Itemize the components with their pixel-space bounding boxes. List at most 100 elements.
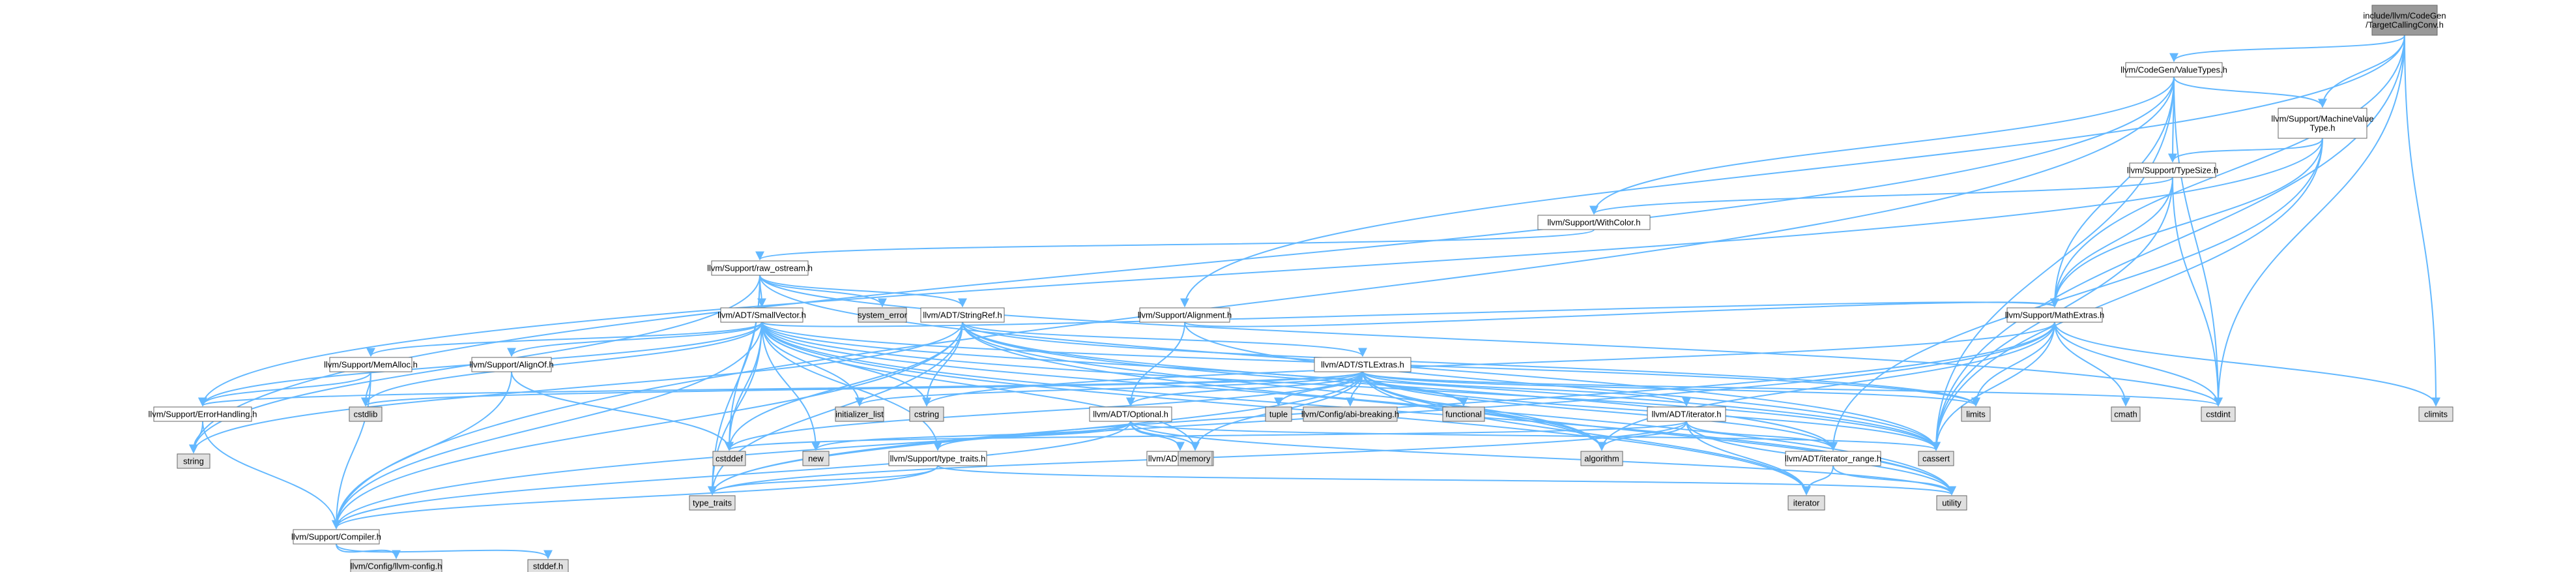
edge-mathextras-to-compiler xyxy=(332,322,2055,530)
edge-type_traits_h-to-compiler xyxy=(332,465,938,530)
edge-stlextras-to-utility xyxy=(1362,371,1956,496)
node-limits-box xyxy=(1961,406,1991,422)
node-errorhandling[interactable]: llvm/Support/ErrorHandling.h xyxy=(149,406,257,422)
node-cstdlib-box xyxy=(349,406,383,422)
node-string: string xyxy=(177,453,210,469)
node-smallvector-label: llvm/ADT/SmallVector.h xyxy=(717,310,806,320)
node-memory: memory xyxy=(1178,451,1213,466)
node-stlextras-box xyxy=(1314,357,1411,372)
node-memalloc[interactable]: llvm/Support/MemAlloc.h xyxy=(324,357,418,372)
node-errorhandling-box xyxy=(153,406,252,422)
node-withcolor[interactable]: llvm/Support/WithColor.h xyxy=(1537,215,1651,230)
node-cstdlib-label: cstdlib xyxy=(354,410,378,419)
edge-withcolor-to-raw_ostream xyxy=(755,229,1595,261)
node-stddef: stddef.h xyxy=(527,559,569,572)
edge-valuetypes-to-cassert xyxy=(1932,76,2175,451)
node-smallvector[interactable]: llvm/ADT/SmallVector.h xyxy=(717,307,806,323)
edge-valuetypes-to-machinevalue xyxy=(2173,76,2327,108)
edge-alignof-to-compiler xyxy=(332,371,512,530)
edge-stringref-to-cassert xyxy=(962,322,1941,451)
node-iterator-box xyxy=(1787,495,1825,511)
node-abibreaking: llvm/Config/abi-breaking.h xyxy=(1301,406,1399,422)
node-mathextras[interactable]: llvm/Support/MathExtras.h xyxy=(2005,307,2104,323)
node-stlextras[interactable]: llvm/ADT/STLExtras.h xyxy=(1314,357,1411,372)
node-withcolor-label: llvm/Support/WithColor.h xyxy=(1547,218,1640,228)
node-optional[interactable]: llvm/ADT/Optional.h xyxy=(1089,406,1172,422)
node-alignof-box xyxy=(471,357,552,372)
node-typesize-label: llvm/Support/TypeSize.h xyxy=(2127,166,2218,175)
node-stringref[interactable]: llvm/ADT/StringRef.h xyxy=(920,307,1005,323)
edge-root-to-cstdint xyxy=(2214,35,2405,407)
node-valuetypes-box xyxy=(2125,62,2223,78)
edge-mathextras-to-limits xyxy=(1971,322,2055,407)
node-llvmconfig-label: llvm/Config/llvm-config.h xyxy=(351,562,442,571)
node-cstring: cstring xyxy=(909,406,944,422)
node-functional: functional xyxy=(1442,406,1485,422)
node-root-label: /TargetCallingConv.h xyxy=(2366,20,2444,30)
edge-valuetypes-to-mathextras xyxy=(2050,76,2175,308)
node-alignment-box xyxy=(1139,307,1230,323)
node-machinevalue-label: Type.h xyxy=(2309,123,2335,133)
edge-typesize-to-mathextras xyxy=(2050,177,2173,308)
node-cstring-box xyxy=(909,406,944,422)
node-cstdint: cstdint xyxy=(2201,406,2236,422)
node-system_error-box xyxy=(858,307,907,323)
node-functional-box xyxy=(1442,406,1485,422)
edge-root-to-cassert xyxy=(1932,35,2405,451)
node-raw_ostream[interactable]: llvm/Support/raw_ostream.h xyxy=(707,260,813,276)
node-type_traits_h[interactable]: llvm/Support/type_traits.h xyxy=(888,451,987,466)
node-optional-label: llvm/ADT/Optional.h xyxy=(1093,410,1168,419)
edge-alignment-to-optional xyxy=(1126,322,1185,407)
edge-root-to-mathextras xyxy=(2050,35,2405,308)
edge-errorhandling-to-string xyxy=(189,421,203,454)
edge-iterator_h-to-iterator xyxy=(1686,421,1811,496)
edge-alignof-to-cstddef xyxy=(511,371,734,451)
edge-mathextras-to-cmath xyxy=(2054,322,2130,407)
node-tuple-label: tuple xyxy=(1269,410,1288,419)
node-stringref-label: llvm/ADT/StringRef.h xyxy=(923,310,1002,320)
node-compiler[interactable]: llvm/Support/Compiler.h xyxy=(291,529,381,545)
edge-smallvector-to-type_traits xyxy=(708,322,762,496)
node-alignof[interactable]: llvm/Support/AlignOf.h xyxy=(469,357,554,372)
edge-optional-to-compiler xyxy=(332,421,1131,530)
edge-compiler-to-stddef xyxy=(336,543,553,560)
edge-alignment-to-mathextras xyxy=(1184,298,2059,327)
node-typesize[interactable]: llvm/Support/TypeSize.h xyxy=(2127,162,2218,178)
node-cmath: cmath xyxy=(2111,406,2141,422)
node-utility: utility xyxy=(1936,495,1967,511)
node-memalloc-box xyxy=(329,357,412,372)
edge-smallvector-to-compiler xyxy=(332,322,762,530)
node-stlextras-label: llvm/ADT/STLExtras.h xyxy=(1321,360,1404,370)
node-initializer_list-box xyxy=(835,406,884,422)
node-valuetypes[interactable]: llvm/CodeGen/ValueTypes.h xyxy=(2120,62,2227,78)
edge-valuetypes-to-compiler xyxy=(332,76,2175,530)
node-cstdint-label: cstdint xyxy=(2206,410,2231,419)
edge-valuetypes-to-withcolor xyxy=(1589,76,2175,215)
node-typesize-box xyxy=(2129,162,2216,178)
node-mathextras-box xyxy=(2006,307,2103,323)
edge-smallvector-to-cstdlib xyxy=(361,322,762,407)
node-iterator_range-box xyxy=(1785,451,1881,466)
edge-machinevalue-to-cassert xyxy=(1932,138,2323,451)
node-alignment[interactable]: llvm/Support/Alignment.h xyxy=(1138,307,1232,323)
node-cmath-label: cmath xyxy=(2114,410,2137,419)
node-system_error-label: system_error xyxy=(858,310,908,320)
edge-memalloc-to-cstdlib xyxy=(361,371,371,407)
node-compiler-label: llvm/Support/Compiler.h xyxy=(291,532,381,542)
node-climits-box xyxy=(2418,406,2453,422)
edge-root-to-climits xyxy=(2404,35,2440,407)
node-abibreaking-label: llvm/Config/abi-breaking.h xyxy=(1301,410,1399,419)
node-stddef-label: stddef.h xyxy=(533,562,563,571)
edge-smallvector-to-memalloc xyxy=(366,322,762,357)
node-climits: climits xyxy=(2418,406,2453,422)
edge-stlextras-to-cstdint xyxy=(1362,371,2223,407)
edge-iterator_h-to-algorithm xyxy=(1597,421,1687,451)
edge-mathextras-to-algorithm xyxy=(1597,322,2055,451)
node-root-label: include/llvm/CodeGen xyxy=(2363,11,2446,21)
node-cstddef-label: cstddef xyxy=(716,454,743,464)
node-iterator_h[interactable]: llvm/ADT/iterator.h xyxy=(1647,406,1726,422)
node-root[interactable]: include/llvm/CodeGen/TargetCallingConv.h xyxy=(2363,5,2446,36)
node-iterator_range[interactable]: llvm/ADT/iterator_range.h xyxy=(1785,451,1881,466)
edge-iterator_range-to-utility xyxy=(1832,465,1956,496)
